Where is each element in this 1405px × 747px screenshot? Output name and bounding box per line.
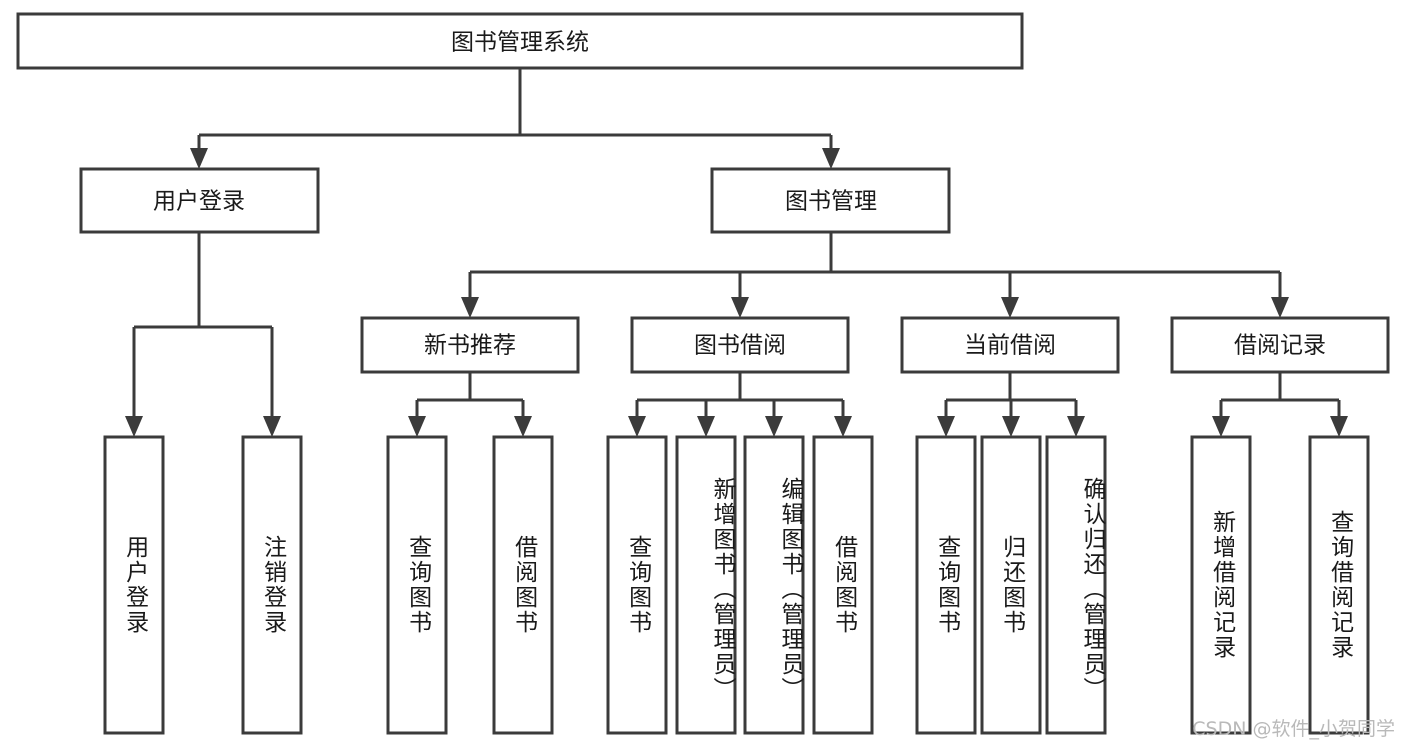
node-book-management[interactable]: 图书管理 xyxy=(710,167,951,234)
leaf-box-borrow-book-1[interactable] xyxy=(492,435,554,735)
node-box xyxy=(710,167,951,234)
node-label: 新书推荐 xyxy=(424,333,516,359)
node-label: 图书管理 xyxy=(785,189,877,215)
node-label: 用户登录 xyxy=(153,189,245,215)
leaf-box-user-login[interactable] xyxy=(103,435,165,735)
node-box xyxy=(16,12,1024,70)
connector-borrowrecord-to-leaves xyxy=(1212,372,1348,437)
node-label: 当前借阅 xyxy=(964,333,1056,359)
arrow-icon xyxy=(834,416,852,437)
arrow-icon xyxy=(1067,416,1085,437)
leaf-box-query-book-2[interactable] xyxy=(606,435,668,735)
node-box xyxy=(900,316,1120,374)
arrow-icon xyxy=(1002,416,1020,437)
arrow-icon xyxy=(408,416,426,437)
connector-currentborrow-to-leaves xyxy=(937,372,1085,437)
node-box xyxy=(79,167,320,234)
arrow-icon xyxy=(1271,297,1289,318)
leaf-box-return-book[interactable] xyxy=(980,435,1042,735)
node-book-borrow[interactable]: 图书借阅 xyxy=(630,316,850,374)
leaf-box-add-book[interactable] xyxy=(675,435,737,735)
arrow-icon xyxy=(190,148,208,169)
leaf-box-logout[interactable] xyxy=(241,435,303,735)
node-borrow-record[interactable]: 借阅记录 xyxy=(1170,316,1390,374)
connector-root-to-level2 xyxy=(190,68,840,169)
node-root[interactable]: 图书管理系统 xyxy=(16,12,1024,70)
arrow-icon xyxy=(765,416,783,437)
connector-userlogin-to-leaves xyxy=(125,232,281,437)
connector-bookmgmt-to-level3 xyxy=(461,232,1289,318)
leaf-box-add-record[interactable] xyxy=(1190,435,1252,735)
node-label: 图书管理系统 xyxy=(451,30,589,56)
connector-bookborrow-to-leaves xyxy=(628,372,852,437)
node-label: 借阅记录 xyxy=(1234,333,1326,359)
leaf-box-query-book-3[interactable] xyxy=(915,435,977,735)
node-user-login[interactable]: 用户登录 xyxy=(79,167,320,234)
arrow-icon xyxy=(1330,416,1348,437)
watermark-text: CSDN @软件_小贺同学 xyxy=(1192,718,1395,740)
arrow-icon xyxy=(125,416,143,437)
arrow-icon xyxy=(628,416,646,437)
arrow-icon xyxy=(1001,297,1019,318)
arrow-icon xyxy=(514,416,532,437)
leaf-box-query-book-1[interactable] xyxy=(386,435,448,735)
leaf-box-confirm-return[interactable] xyxy=(1045,435,1107,735)
arrow-icon xyxy=(937,416,955,437)
leaf-box-query-record[interactable] xyxy=(1308,435,1370,735)
arrow-icon xyxy=(731,297,749,318)
node-label: 图书借阅 xyxy=(694,333,786,359)
arrow-icon xyxy=(461,297,479,318)
connector-newbook-to-leaves xyxy=(408,372,532,437)
arrow-icon xyxy=(263,416,281,437)
node-current-borrow[interactable]: 当前借阅 xyxy=(900,316,1120,374)
leaf-box-borrow-book-2[interactable] xyxy=(812,435,874,735)
node-new-book-recommend[interactable]: 新书推荐 xyxy=(360,316,580,374)
leaf-box-edit-book[interactable] xyxy=(743,435,805,735)
arrow-icon xyxy=(697,416,715,437)
arrow-icon xyxy=(1212,416,1230,437)
arrow-icon xyxy=(822,148,840,169)
node-box xyxy=(630,316,850,374)
node-box xyxy=(360,316,580,374)
node-box xyxy=(1170,316,1390,374)
